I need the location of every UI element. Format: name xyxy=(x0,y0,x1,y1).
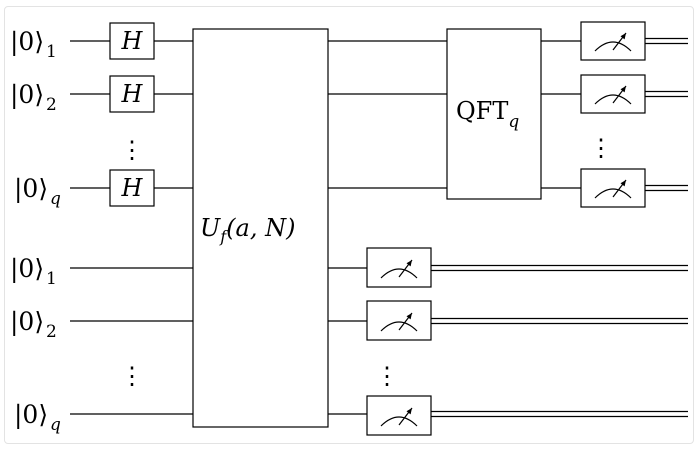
svg-text:H: H xyxy=(121,174,144,202)
ket-top-q: |0⟩ q xyxy=(14,174,61,209)
measure-meter-bottom-2 xyxy=(366,300,432,341)
svg-text:q: q xyxy=(50,415,61,435)
svg-text:|0⟩: |0⟩ xyxy=(10,27,44,57)
ket-top-2: |0⟩ 2 xyxy=(10,80,57,115)
measure-meter-top-2 xyxy=(580,74,646,114)
svg-text:1: 1 xyxy=(46,269,57,289)
ket-bottom-1: |0⟩ 1 xyxy=(10,254,57,289)
svg-text:1: 1 xyxy=(46,42,57,62)
svg-text:H: H xyxy=(121,80,144,108)
measure-meter-top-1 xyxy=(580,21,646,61)
svg-text:H: H xyxy=(121,27,144,55)
classical-wire-top-1 xyxy=(645,37,688,45)
classical-wire-top-q xyxy=(645,184,688,192)
svg-text:|0⟩: |0⟩ xyxy=(10,80,44,110)
classical-wire-top-2 xyxy=(645,90,688,98)
ket-top-1: |0⟩ 1 xyxy=(10,27,57,62)
measure-meter-bottom-1 xyxy=(366,247,432,288)
oracle-label-sub: f xyxy=(219,227,229,246)
qft-label-main: QFT xyxy=(456,97,508,125)
ellipsis-top-meters: ⋮ xyxy=(589,134,613,162)
svg-text:q: q xyxy=(50,189,61,209)
svg-text:QFTq: QFTq xyxy=(456,97,519,132)
qft-gate: QFTq xyxy=(446,28,542,200)
measure-meter-top-q xyxy=(580,168,646,208)
hadamard-gate-1: H xyxy=(109,22,155,60)
oracle-label-main: U xyxy=(200,214,221,242)
oracle-label-args: (a, N) xyxy=(226,214,295,242)
svg-text:2: 2 xyxy=(46,322,57,342)
ellipsis-bottom-meters: ⋮ xyxy=(375,362,399,390)
classical-wire-bottom-q xyxy=(431,410,688,418)
hadamard-gate-q: H xyxy=(109,169,155,207)
hadamard-gate-2: H xyxy=(109,75,155,113)
measure-meter-bottom-q xyxy=(366,395,432,436)
svg-text:|0⟩: |0⟩ xyxy=(10,307,44,337)
qft-label-sub: q xyxy=(508,112,519,132)
svg-text:|0⟩: |0⟩ xyxy=(14,174,48,204)
classical-wire-bottom-2 xyxy=(431,317,688,325)
svg-text:2: 2 xyxy=(46,95,57,115)
ket-bottom-q: |0⟩ q xyxy=(14,400,61,435)
oracle-gate: Uf(a, N) xyxy=(192,28,329,428)
svg-text:Uf(a, N): Uf(a, N) xyxy=(200,214,295,246)
svg-text:|0⟩: |0⟩ xyxy=(14,400,48,430)
svg-text:|0⟩: |0⟩ xyxy=(10,254,44,284)
ket-bottom-2: |0⟩ 2 xyxy=(10,307,57,342)
ellipsis-hadamard: ⋮ xyxy=(120,136,144,164)
ellipsis-bottom-inputs: ⋮ xyxy=(120,362,144,390)
classical-wire-bottom-1 xyxy=(431,264,688,272)
